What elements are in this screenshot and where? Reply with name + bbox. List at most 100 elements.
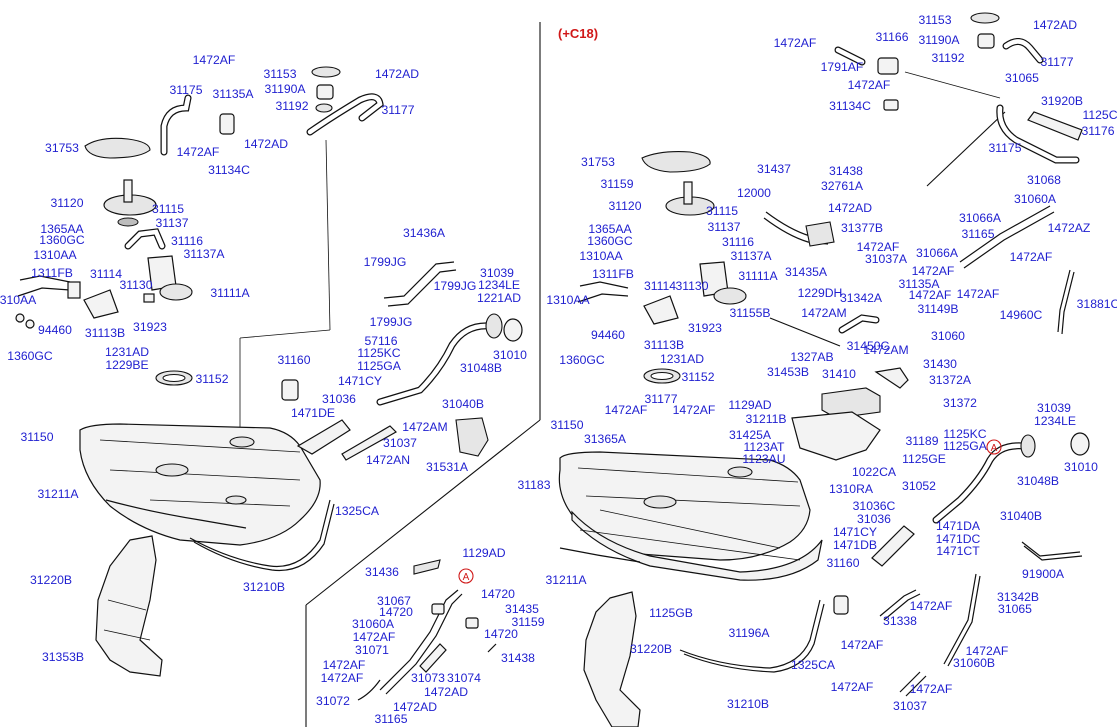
part-label: 31111A <box>738 269 778 283</box>
part-label: 31115 <box>152 202 184 216</box>
part-label: 1472AF <box>910 682 953 696</box>
charcoal-canister <box>821 387 881 419</box>
part-label: 1471DA <box>936 519 981 533</box>
part-label: 31175 <box>170 83 203 97</box>
part-label: 31365A <box>584 432 627 446</box>
part-label: 31116 <box>171 234 203 248</box>
part-label: 31137 <box>708 220 741 234</box>
part-label: 1310RA <box>829 482 874 496</box>
part-label: 1360GC <box>587 234 633 248</box>
fuel-sender <box>643 295 679 325</box>
part-label: 31149B <box>917 302 958 316</box>
harness-clip <box>1021 541 1081 557</box>
part-label: 1229DH <box>798 286 843 300</box>
tank-lower-shell <box>571 510 823 581</box>
part-label: 1125GA <box>943 439 988 453</box>
part-label: 31048B <box>1017 474 1059 488</box>
part-label: 1125KC <box>357 346 400 360</box>
part-label: 31071 <box>355 643 389 657</box>
part-label: 1123AU <box>742 452 785 466</box>
part-label: 31120 <box>51 196 84 210</box>
part-label: 31037 <box>383 436 417 450</box>
part-label: 31220B <box>30 573 72 587</box>
part-label: 14720 <box>481 587 515 601</box>
part-label: 12000 <box>737 186 771 200</box>
part-label: 31210B <box>727 697 769 711</box>
part-label: 1125KC <box>943 427 986 441</box>
part-label: 31153 <box>919 13 952 27</box>
filler-bracket <box>383 261 455 299</box>
part-label: 1125C <box>1082 108 1117 122</box>
part-label: 1799JG <box>364 255 407 269</box>
part-label: 31037 <box>893 699 927 713</box>
part-label: 31130 <box>120 278 153 292</box>
part-label: 31065 <box>1005 71 1039 85</box>
hose-clamp <box>281 379 299 401</box>
part-label: 1472AF <box>673 403 716 417</box>
part-label: 31072 <box>316 694 350 708</box>
part-label: 31111A <box>210 286 250 300</box>
ref-mark-label: A <box>463 572 470 583</box>
part-label: 31137A <box>730 249 772 263</box>
fuel-tank <box>558 451 811 561</box>
part-label: 1327AB <box>790 350 833 364</box>
part-label: 31116 <box>722 235 754 249</box>
part-label: 31211A <box>37 487 79 501</box>
part-label: 1325CA <box>335 504 380 518</box>
part-label: 31037A <box>865 252 908 266</box>
part-label: 31923 <box>133 320 167 334</box>
part-label: 31134C <box>208 163 250 177</box>
heat-shield <box>95 535 163 677</box>
part-label: 1221AD <box>477 291 521 305</box>
part-label: 1360GC <box>559 353 605 367</box>
filler-hose-guard <box>455 417 489 457</box>
part-label: 1472AM <box>863 343 908 357</box>
filler-cap <box>1070 432 1090 456</box>
part-label: 31113B <box>644 338 684 352</box>
part-label: 1129AD <box>728 398 771 412</box>
part-label: 31066A <box>959 211 1002 225</box>
part-label: 31065 <box>998 602 1032 616</box>
canister-bracket <box>791 411 881 461</box>
part-label: 1472AF <box>193 53 236 67</box>
part-label: 31152 <box>682 370 715 384</box>
part-label: 31165 <box>962 227 995 241</box>
part-label: 14720 <box>484 627 518 641</box>
part-label: 31137 <box>156 216 189 230</box>
part-label: 1125GE <box>902 452 946 466</box>
part-label: 1360GC <box>7 349 53 363</box>
part-label: 31166 <box>876 30 909 44</box>
part-label: 31436 <box>365 565 399 579</box>
part-label: 310AA <box>0 293 37 307</box>
part-label: 31135A <box>898 277 940 291</box>
part-label: 1472AF <box>605 403 648 417</box>
part-label: 31113B <box>85 326 125 340</box>
reference-marks: AA <box>458 439 1002 584</box>
part-label: 31052 <box>902 479 936 493</box>
part-label: 32761A <box>821 179 864 193</box>
part-label: 1472AF <box>912 264 955 278</box>
part-label: 1472AF <box>909 288 952 302</box>
part-label: 31183 <box>518 478 551 492</box>
part-label: 31192 <box>932 51 965 65</box>
part-label: 91900A <box>1022 567 1065 581</box>
part-label: 31115 <box>706 204 738 218</box>
part-label: 31753 <box>45 141 79 155</box>
part-label: 1234LE <box>478 278 520 292</box>
part-label: 1231AD <box>105 345 149 359</box>
part-label: 31196A <box>728 626 770 640</box>
part-label: 1365AA <box>40 222 84 236</box>
part-label: 31137A <box>183 247 225 261</box>
part-label: 31353B <box>42 650 84 664</box>
part-label: 1471CT <box>936 544 980 558</box>
part-label: 1471CY <box>338 374 382 388</box>
part-label: 1231AD <box>660 352 704 366</box>
right-section <box>558 12 1090 727</box>
part-label: 57116 <box>365 334 398 348</box>
part-label: 1472AF <box>353 630 396 644</box>
tank-strap <box>105 499 247 529</box>
part-label: 31153 <box>264 67 297 81</box>
part-label: 31060 <box>931 329 965 343</box>
part-label: 31165 <box>375 712 408 726</box>
part-label: 1472AF <box>774 36 817 50</box>
